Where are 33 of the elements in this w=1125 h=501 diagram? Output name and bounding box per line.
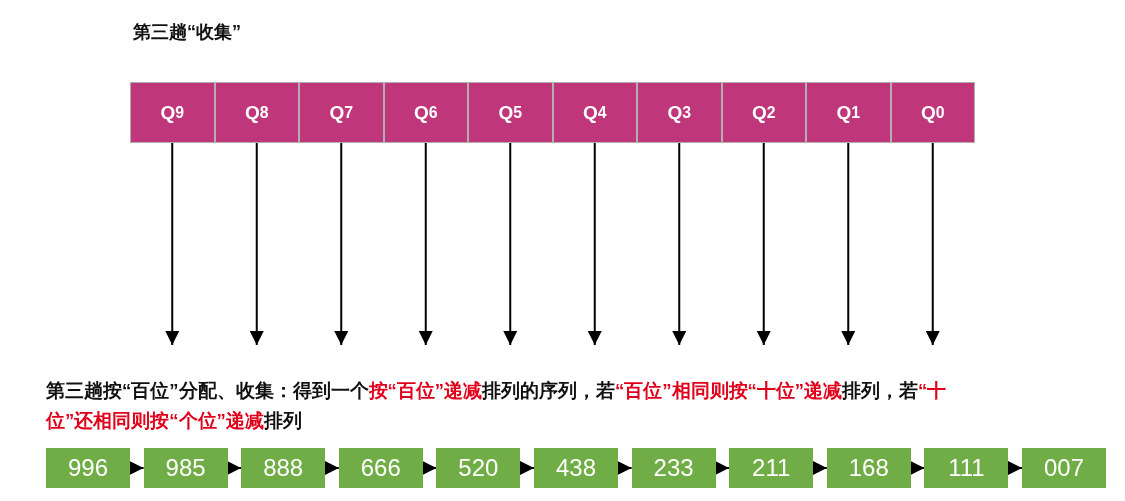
number-box: 520 <box>436 448 521 488</box>
title: 第三趟“收集” <box>133 21 241 44</box>
number-box: 666 <box>338 448 423 488</box>
arrow <box>129 461 145 475</box>
arrow <box>519 461 535 475</box>
arrow <box>909 461 926 475</box>
arrow <box>587 142 602 346</box>
arrow <box>812 461 828 475</box>
arrow <box>841 142 856 346</box>
arrow <box>925 142 940 346</box>
number-box: 007 <box>1022 448 1106 488</box>
number-box: 233 <box>631 448 716 488</box>
number-box: 985 <box>143 448 228 488</box>
arrow <box>503 142 518 346</box>
arrow <box>334 142 349 346</box>
description-text: 第三趟按“百位”分配、收集：得到一个按“百位”递减排列的序列，若“百位”相同则按“十位”递减排列，若“十位”还相同则按“个位”递减排列 <box>46 379 948 433</box>
number-box: 211 <box>729 448 814 488</box>
arrow <box>672 142 687 346</box>
arrow <box>324 461 340 475</box>
arrow <box>165 142 180 346</box>
arrow <box>421 461 438 475</box>
arrow <box>714 461 731 475</box>
arrow <box>1007 461 1023 475</box>
arrow <box>249 142 264 346</box>
number-box: 888 <box>241 448 326 488</box>
arrow <box>226 461 243 475</box>
arrow <box>418 142 433 346</box>
number-box: 438 <box>534 448 618 488</box>
arrow <box>756 142 771 346</box>
number-box: 111 <box>924 448 1009 488</box>
number-box: 168 <box>826 448 911 488</box>
arrow <box>617 461 633 475</box>
number-box: 996 <box>46 448 130 488</box>
